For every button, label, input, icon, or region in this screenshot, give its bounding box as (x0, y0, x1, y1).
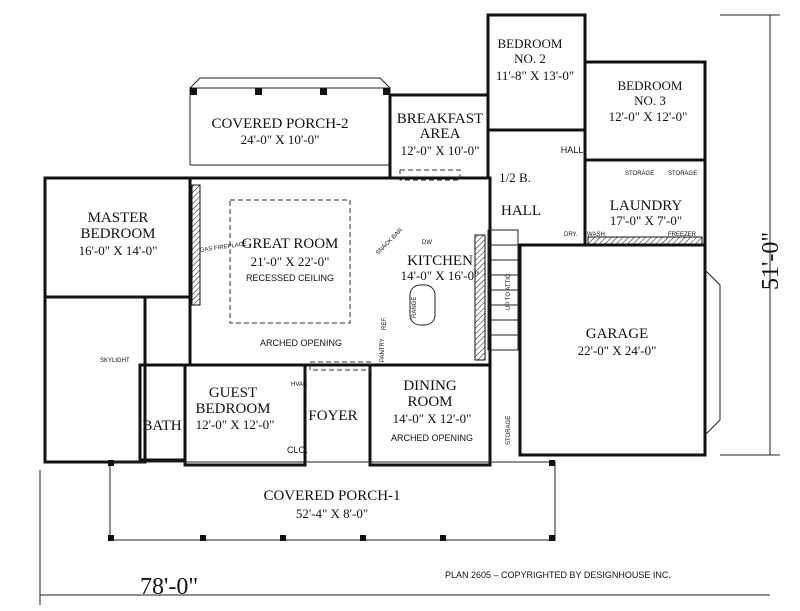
foyer-name: FOYER (308, 408, 357, 424)
walls (43, 13, 721, 541)
hvac-label: HVAC (291, 382, 308, 388)
bath-name: BATH (142, 418, 181, 434)
bedroom-2-name2: NO. 2 (514, 51, 546, 66)
garage-storage-label: STORAGE (506, 416, 512, 445)
dining-arched-opening: ARCHED OPENING (391, 433, 473, 443)
dining-name2: ROOM (407, 394, 452, 410)
dryer-label: DRY. (564, 232, 578, 238)
storage-label-1: STORAGE (625, 171, 654, 177)
dishwasher-label: DW (422, 240, 432, 246)
covered-porch-1-outline (109, 461, 556, 541)
laundry-size: 17'-0" X 7'-0" (610, 213, 682, 228)
bedroom-3-name2: NO. 3 (634, 93, 666, 108)
great-room-size: 21'-0" X 22'-0" (251, 254, 330, 269)
arched-opening-line (309, 361, 371, 371)
covered-porch-2-size: 24'-0" X 10'-0" (241, 132, 320, 147)
master-bedroom-size: 16'-0" X 14'-0" (79, 243, 158, 258)
overall-width-label: 78'-0" (140, 574, 198, 600)
great-room-name: GREAT ROOM (242, 236, 339, 252)
master-bedroom-name2: BEDROOM (80, 226, 155, 242)
stair-wall (474, 234, 486, 361)
kitchen-name: KITCHEN (407, 253, 473, 269)
stairs (487, 229, 519, 351)
overall-depth-label: 51'-0" (758, 232, 784, 290)
arched-opening-label: ARCHED OPENING (260, 338, 342, 348)
copyright-text: PLAN 2605 – COPYRIGHTED BY DESIGNHOUSE I… (445, 570, 671, 580)
bedroom-3-name: BEDROOM (617, 78, 682, 93)
garage-size: 22'-0" X 24'-0" (578, 343, 657, 358)
gas-fireplace-label: GAS FIREPLACE (199, 241, 247, 254)
garage-door (704, 269, 721, 436)
covered-porch-1-size: 52'-4" X 8'-0" (296, 506, 368, 521)
guest-bedroom-size: 12'-0" X 12'-0" (196, 417, 275, 432)
up-to-attic-label: UP TO ATTIC (506, 273, 512, 310)
recessed-ceiling-outline (229, 199, 351, 324)
dining-walls (368, 363, 492, 467)
breakfast-name: BREAKFAST (397, 111, 483, 127)
covered-porch-2-name: COVERED PORCH-2 (211, 116, 348, 132)
refrigerator-label: REF. (382, 317, 388, 330)
breakfast-size: 12'-0" X 10'-0" (401, 143, 480, 158)
guest-bedroom-name: GUEST (209, 385, 257, 401)
dimensions: 78'-0" 51'-0" PLAN 2605 – COPYRIGHTED BY… (39, 14, 784, 605)
kitchen-size: 14'-0" X 16'-0" (401, 268, 480, 283)
room-labels: MASTER BEDROOM 16'-0" X 14'-0" COVERED P… (79, 36, 688, 521)
kitchen-island (409, 284, 436, 326)
pantry-label: PANTRY (380, 338, 386, 362)
hall-name: HALL (501, 203, 541, 219)
garage-name: GARAGE (586, 326, 649, 342)
breakfast-name2: AREA (420, 126, 461, 142)
breakfast-opening (399, 169, 461, 181)
laundry-counter (587, 236, 703, 246)
dining-size: 14'-0" X 12'-0" (393, 411, 472, 426)
fireplace-wall (191, 184, 201, 306)
storage-label-2: STORAGE (668, 171, 697, 177)
master-bedroom-name: MASTER (88, 210, 149, 226)
washer-label: WASH (587, 232, 605, 238)
bedroom-3-size: 12'-0" X 12'-0" (609, 109, 688, 124)
porch-columns (108, 88, 555, 541)
snack-bar-label: SNACK BAR (375, 227, 404, 256)
bath-walls (138, 363, 187, 462)
freezer-label: FREEZER (668, 232, 697, 238)
laundry-name: LAUNDRY (610, 198, 683, 214)
guest-bedroom-name2: BEDROOM (195, 401, 270, 417)
master-bath-walls (43, 295, 147, 464)
bedroom-2-size: 11'-8" X 13'-0" (496, 68, 574, 83)
bedroom-2-name: BEDROOM (497, 36, 562, 51)
closet-label: CLO. (287, 445, 308, 455)
skylight-label: SKYLIGHT (100, 358, 130, 364)
range-label: RANGE (412, 297, 418, 318)
half-bath-name: 1/2 B. (499, 170, 531, 185)
dining-name: DINING (403, 378, 456, 394)
great-room-note: RECESSED CEILING (246, 273, 334, 283)
upper-hall-name: HALL (561, 145, 584, 155)
great-room-walls (188, 176, 492, 367)
covered-porch-1-name: COVERED PORCH-1 (263, 488, 400, 504)
